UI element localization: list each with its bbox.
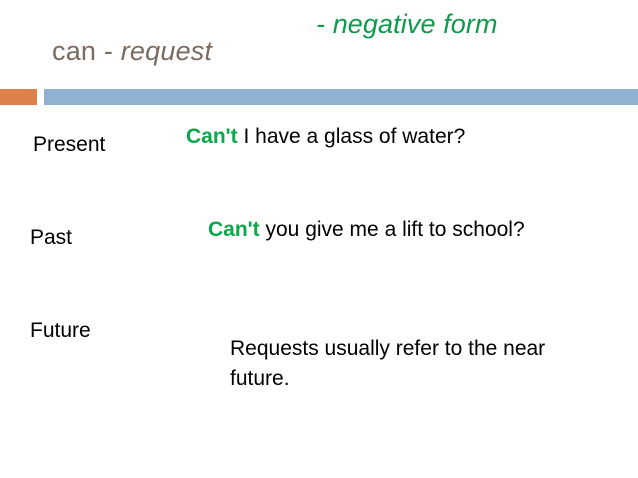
slide-title-area: can - request - negative form [0, 0, 638, 89]
negative-form-highlight: Can't [208, 218, 260, 241]
example-sentence-future: Requests usually refer to the near futur… [230, 334, 610, 394]
example-sentence-rest: you give me a lift to school? [259, 218, 525, 241]
tense-label-past: Past [30, 226, 73, 249]
example-sentence-rest: Requests usually refer to the near futur… [230, 337, 546, 390]
negative-form-highlight: Can't [186, 125, 238, 148]
accent-bar-blue [44, 89, 638, 105]
example-sentence-rest: I have a glass of water? [237, 125, 466, 148]
page-title: can - request [52, 34, 212, 68]
table-row: Future Requests usually refer to the nea… [0, 318, 638, 408]
example-sentence-present: Can't I have a glass of water? [186, 122, 616, 152]
table-row: Present Can't I have a glass of water? [0, 122, 638, 192]
accent-bar-orange [0, 89, 37, 105]
title-lead-text: can - [52, 36, 121, 66]
table-row: Past Can't you give me a lift to school? [0, 215, 638, 295]
title-emphasis-text: request [120, 36, 213, 66]
page-subtitle: - negative form [316, 9, 498, 39]
tense-label-future: Future [30, 319, 91, 342]
tense-label-present: Present [33, 133, 106, 156]
example-sentence-past: Can't you give me a lift to school? [208, 215, 588, 245]
